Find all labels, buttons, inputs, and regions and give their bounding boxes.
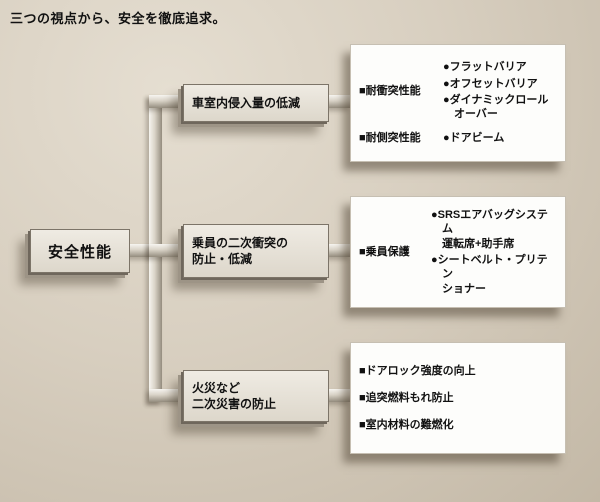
root-node: 安全性能 bbox=[30, 229, 130, 273]
mid-node-label: 車室内侵入量の低減 bbox=[192, 95, 301, 110]
detail-heading: ■乗員保護 bbox=[359, 245, 410, 258]
mid-node-secondary-collision: 乗員の二次衝突の 防止・低減 bbox=[183, 224, 329, 278]
detail-box-occupant-protection: ■乗員保護 ●SRSエアバッグシステム 運転席+助手席 ●シートベルト・プリテン… bbox=[350, 196, 566, 308]
detail-item: ●ドアビーム bbox=[443, 132, 505, 145]
mid-node-fire-prevention: 火災など 二次災害の防止 bbox=[183, 370, 329, 422]
detail-box-fire-measures: ■ドアロック強度の向上 ■追突燃料もれ防止 ■室内材料の難燃化 bbox=[350, 342, 566, 454]
connector-branch1-left bbox=[149, 95, 184, 108]
detail-heading: ■耐衝突性能 bbox=[359, 84, 421, 97]
detail-row: ■追突燃料もれ防止 bbox=[359, 391, 557, 405]
detail-item: ●オフセットバリア bbox=[443, 77, 538, 90]
mid-node-label: 火災など 二次災害の防止 bbox=[192, 380, 277, 411]
detail-row: ■室内材料の難燃化 bbox=[359, 418, 557, 432]
detail-row: ■ドアロック強度の向上 bbox=[359, 364, 557, 378]
detail-item: ●フラットバリア bbox=[443, 61, 527, 74]
detail-item: ●ダイナミックロール オーバー bbox=[443, 93, 549, 121]
detail-row: ■耐側突性能 ●ドアビーム bbox=[359, 131, 557, 145]
detail-heading: ■追突燃料もれ防止 bbox=[359, 391, 454, 404]
root-node-label: 安全性能 bbox=[47, 243, 112, 261]
mid-node-cabin-intrusion: 車室内侵入量の低減 bbox=[183, 84, 329, 122]
detail-heading: ■ドアロック強度の向上 bbox=[359, 364, 476, 377]
detail-row: ■耐衝突性能 ●フラットバリア ●オフセットバリア ●ダイナミックロール オーバ… bbox=[359, 60, 557, 121]
detail-items: ●フラットバリア ●オフセットバリア ●ダイナミックロール オーバー bbox=[443, 60, 557, 121]
detail-box-collision-performance: ■耐衝突性能 ●フラットバリア ●オフセットバリア ●ダイナミックロール オーバ… bbox=[350, 44, 566, 162]
mid-node-label: 乗員の二次衝突の 防止・低減 bbox=[192, 235, 289, 266]
detail-item: ●SRSエアバッグシステム 運転席+助手席 bbox=[431, 209, 548, 250]
connector-branch2-left bbox=[149, 244, 184, 257]
detail-items: ●ドアビーム bbox=[443, 131, 557, 145]
detail-heading: ■室内材料の難燃化 bbox=[359, 419, 454, 432]
detail-item: ●シートベルト・プリテン ショナー bbox=[431, 254, 548, 295]
page-title: 三つの視点から、安全を徹底追求。 bbox=[10, 11, 227, 26]
detail-row: ■乗員保護 ●SRSエアバッグシステム 運転席+助手席 ●シートベルト・プリテン… bbox=[359, 208, 557, 296]
connector-branch3-left bbox=[149, 389, 184, 402]
detail-items: ●SRSエアバッグシステム 運転席+助手席 ●シートベルト・プリテン ショナー bbox=[431, 208, 557, 296]
detail-heading: ■耐側突性能 bbox=[359, 132, 421, 145]
